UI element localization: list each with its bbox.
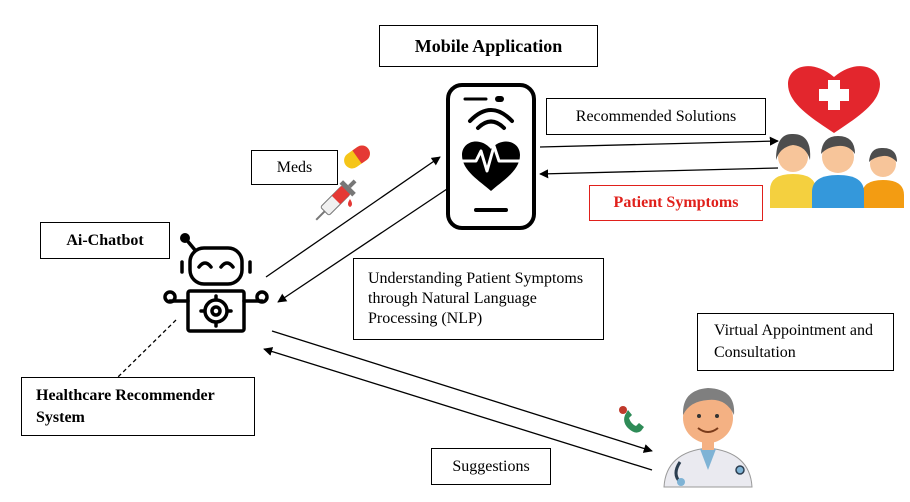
arrow-patients-to-app [539, 167, 779, 179]
arrow-doctor-to-chatbot [263, 347, 653, 471]
arrow-chatbot-to-doctor [271, 330, 653, 453]
arrow-app-to-chatbot [277, 188, 448, 303]
arrow-app-to-patients [539, 136, 779, 148]
doctor-icon [663, 388, 753, 488]
recommended-solutions-label: Recommended Solutions [575, 107, 737, 125]
arrow-chatbot-to-app [265, 156, 441, 278]
patient-symptoms-box: Patient Symptoms [589, 185, 763, 221]
pill-icon [344, 145, 370, 169]
smartphone-heart-icon [446, 83, 536, 230]
ai-chatbot-label: Ai-Chatbot [66, 231, 144, 249]
healthcare-recommender-label: Healthcare Recommender System [36, 386, 215, 426]
ai-chatbot-box: Ai-Chatbot [40, 222, 170, 259]
meds-label: Meds [276, 158, 313, 176]
meds-box: Meds [251, 150, 338, 185]
suggestions-box: Suggestions [431, 448, 551, 485]
nlp-label: Understanding Patient Symptoms through N… [368, 270, 584, 327]
patient-symptoms-label: Patient Symptoms [613, 194, 739, 211]
nlp-box: Understanding Patient Symptoms through N… [353, 258, 604, 340]
robot-chatbot-icon [163, 233, 269, 333]
dashed-chatbot-to-recommender [117, 319, 177, 378]
recommended-solutions-box: Recommended Solutions [546, 98, 766, 135]
virtual-appointment-box: Virtual Appointment and Consultation [697, 313, 894, 371]
phone-icon [619, 406, 644, 433]
suggestions-label: Suggestions [452, 457, 530, 475]
healthcare-recommender-box: Healthcare Recommender System [21, 377, 255, 436]
syringe-icon [315, 179, 357, 221]
patients-heart-icon [770, 66, 904, 208]
mobile-application-box: Mobile Application [379, 25, 598, 67]
mobile-application-label: Mobile Application [414, 35, 563, 56]
connectors [117, 136, 779, 471]
virtual-appointment-label: Virtual Appointment and Consultation [714, 322, 874, 361]
